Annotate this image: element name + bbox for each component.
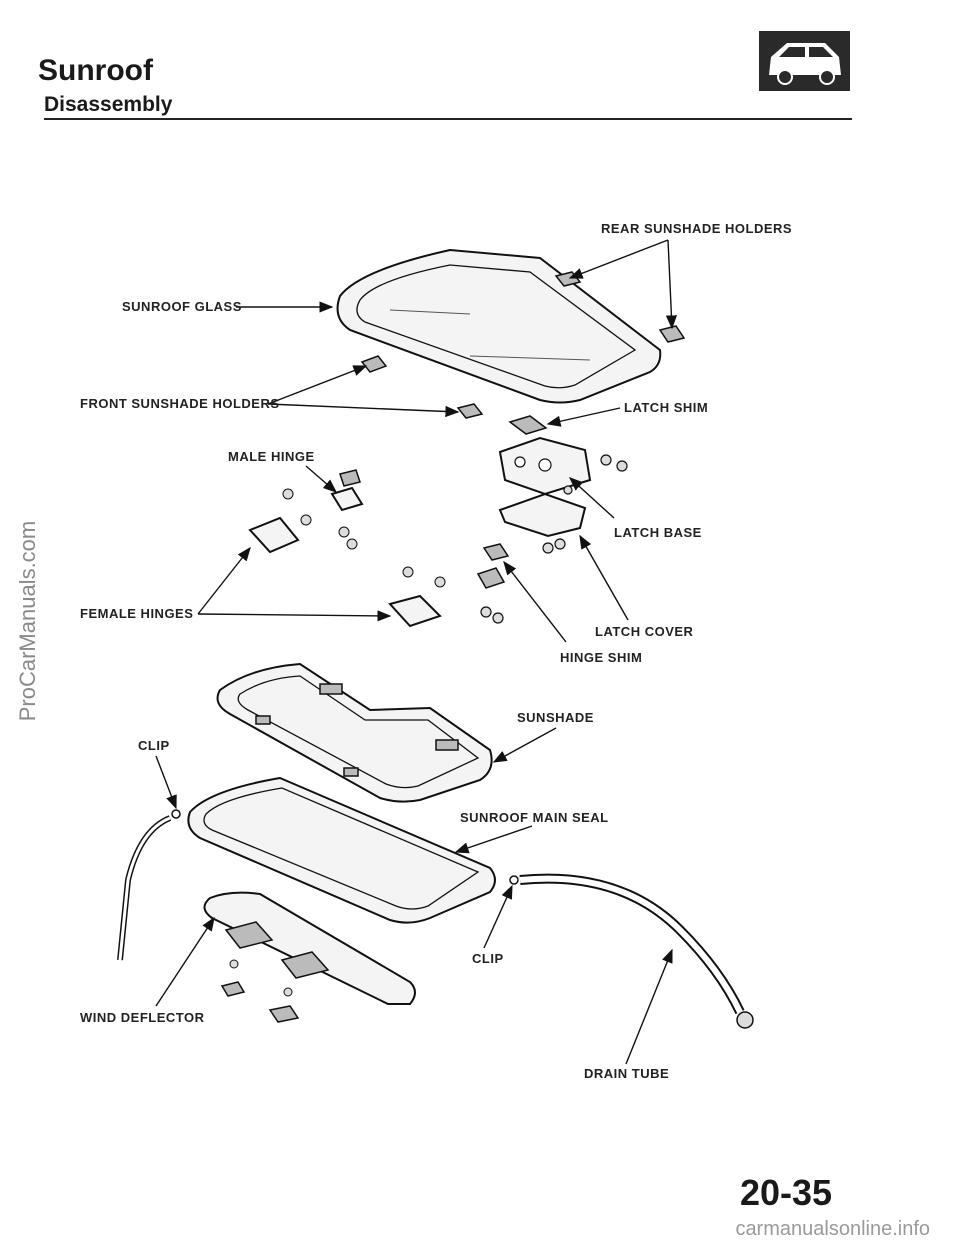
latch-cover-part <box>498 492 587 538</box>
label-sunroof-glass: SUNROOF GLASS <box>122 299 242 314</box>
clip-part <box>509 875 519 885</box>
front-sunshade-holder-part <box>360 355 484 419</box>
label-hinge-shim: HINGE SHIM <box>560 650 642 665</box>
female-hinge-part <box>248 516 446 628</box>
latch-base-part <box>498 436 592 496</box>
label-clip-right: CLIP <box>472 951 504 966</box>
page-title: Sunroof <box>38 54 153 87</box>
label-latch-base: LATCH BASE <box>614 525 702 540</box>
label-front-sunshade-holders: FRONT SUNSHADE HOLDERS <box>80 396 280 411</box>
watermark-side: ProCarManuals.com <box>15 520 40 722</box>
latch-shim-part <box>508 415 548 435</box>
male-hinge-part <box>282 469 364 550</box>
label-male-hinge: MALE HINGE <box>228 449 315 464</box>
page-subtitle: Disassembly <box>44 93 175 117</box>
label-rear-sunshade-holders: REAR SUNSHADE HOLDERS <box>601 221 792 236</box>
car-body-icon <box>759 31 850 91</box>
label-latch-shim: LATCH SHIM <box>624 400 708 415</box>
sunroof-glass-part <box>336 248 662 404</box>
title-rule <box>44 118 852 120</box>
label-clip-left: CLIP <box>138 738 170 753</box>
label-sunshade: SUNSHADE <box>517 710 594 725</box>
label-drain-tube: DRAIN TUBE <box>584 1066 669 1081</box>
label-sunroof-main-seal: SUNROOF MAIN SEAL <box>460 810 609 825</box>
label-female-hinges: FEMALE HINGES <box>80 606 193 621</box>
bolt-part <box>480 454 628 624</box>
hinge-shim-part <box>476 543 510 589</box>
label-wind-deflector: WIND DEFLECTOR <box>80 1010 205 1025</box>
drain-tube-part <box>519 873 745 1015</box>
page-number: 20-35 <box>740 1172 833 1213</box>
sunroof-main-seal-part <box>187 776 496 924</box>
clip-part <box>171 809 181 819</box>
wind-deflector-part <box>203 891 416 1023</box>
label-latch-cover: LATCH COVER <box>595 624 694 639</box>
sunshade-part <box>216 662 493 803</box>
watermark-bottom: carmanualsonline.info <box>735 1218 930 1240</box>
drain-tube-end-part <box>736 1011 754 1029</box>
